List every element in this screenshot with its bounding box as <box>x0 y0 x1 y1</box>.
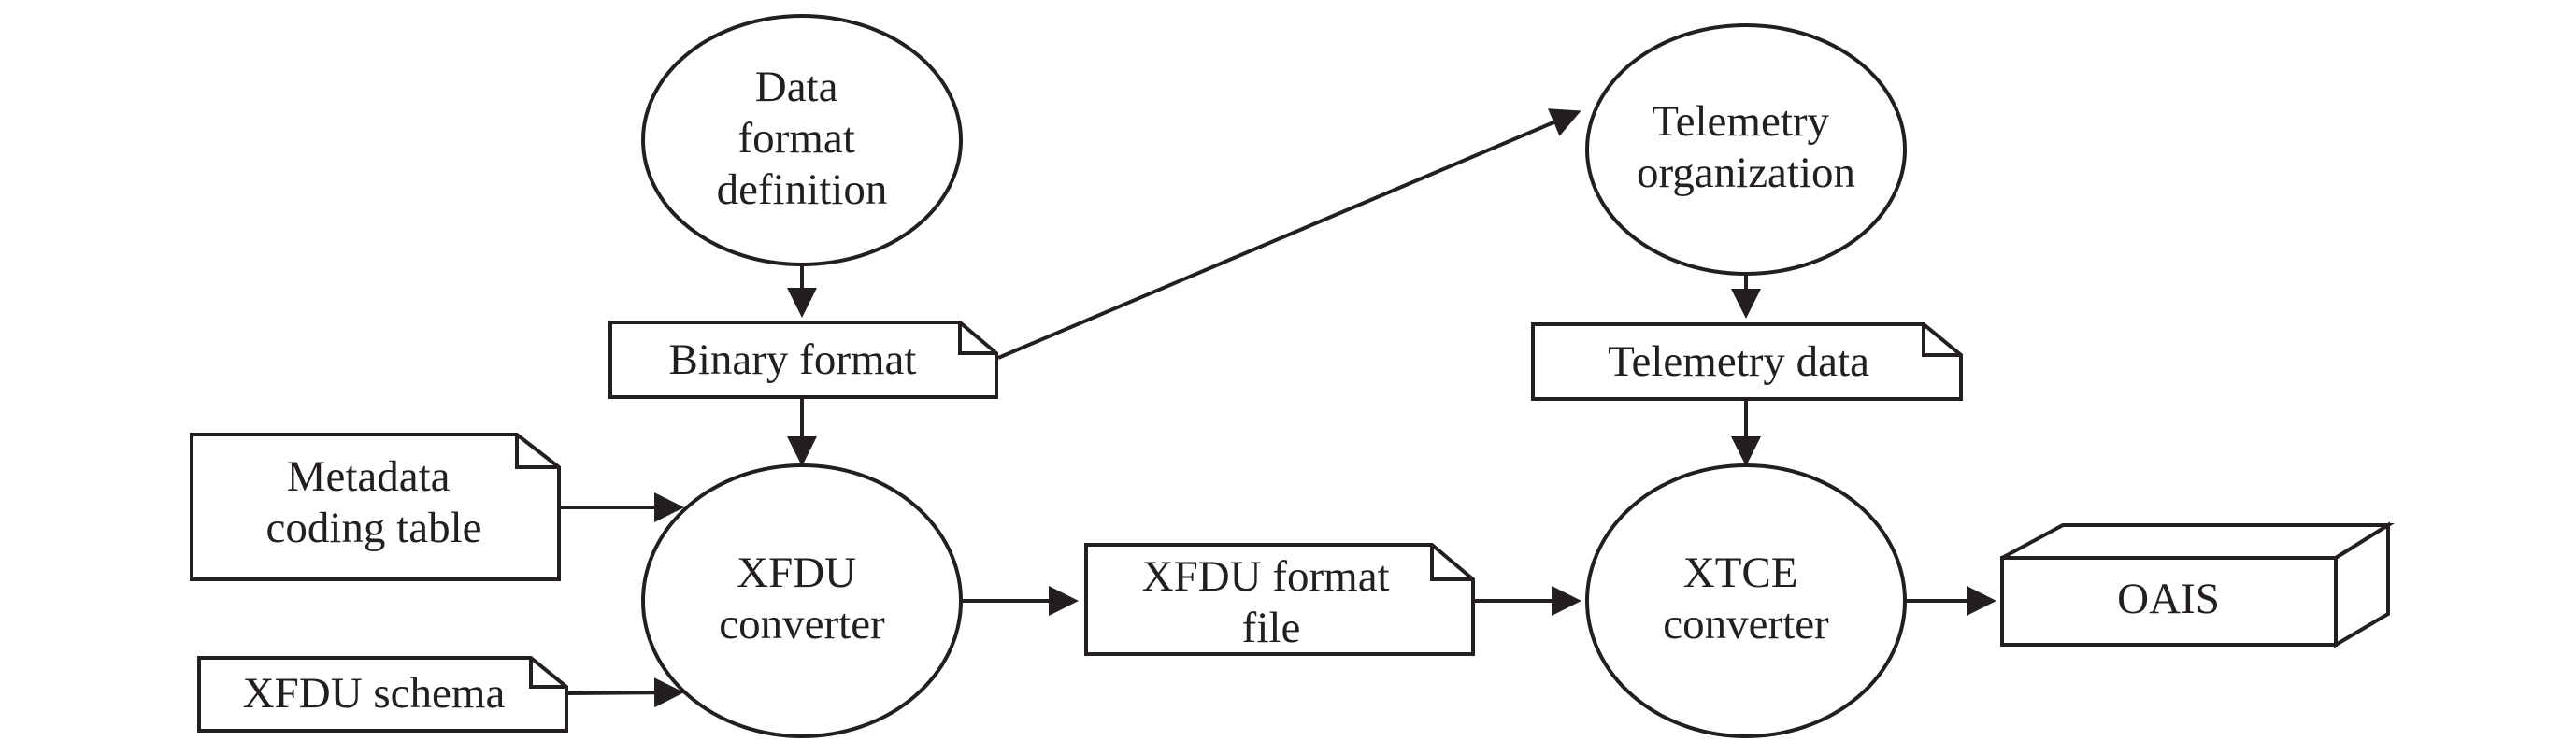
svg-text:Data format defini: Data format definition <box>717 63 888 214</box>
xfdu-format-file-line-1: XFDU format <box>1142 552 1390 601</box>
arrow-binary-format-to-telemetry-organization <box>997 108 1581 360</box>
telemetry-organization-line-1: Telemetry <box>1652 97 1829 146</box>
document-binary-format: Binary format <box>608 321 998 399</box>
data-format-definition-line-3: definition <box>717 165 888 214</box>
data-format-definition-line-2: format <box>737 114 854 163</box>
arrow-schema-to-xfdu-converter <box>565 677 684 708</box>
process-xfdu-converter: XFDU converter <box>641 463 963 738</box>
process-telemetry-organization: Telemetry organization <box>1585 23 1907 276</box>
xfdu-schema-label: XFDU schema <box>243 669 506 718</box>
svg-text:XFDU format file: XFDU format file <box>1142 552 1401 652</box>
svg-text:XFDU converter: XFDU converter <box>719 549 885 648</box>
storage-oais: OAIS <box>2000 521 2395 648</box>
svg-text:Telemetry organization: Telemetry organization <box>1637 97 1855 197</box>
document-metadata-coding-table: Metadata coding table <box>190 433 561 581</box>
xtce-converter-line-2: converter <box>1663 600 1829 648</box>
oais-label: OAIS <box>2117 575 2220 623</box>
svg-text:Metadata coding table: Metadata coding table <box>265 452 481 552</box>
svg-text:XTCE converter: XTCE converter <box>1663 549 1829 648</box>
metadata-coding-table-line-1: Metadata <box>287 452 451 501</box>
document-xfdu-format-file: XFDU format file <box>1084 543 1475 656</box>
telemetry-data-label: Telemetry data <box>1608 337 1869 386</box>
metadata-coding-table-line-2: coding table <box>265 504 481 552</box>
process-xtce-converter: XTCE converter <box>1585 463 1907 738</box>
edges <box>561 108 1996 708</box>
xfdu-converter-line-1: XFDU <box>737 549 856 597</box>
xtce-converter-line-1: XTCE <box>1683 549 1798 597</box>
process-data-format-definition: Data format definition <box>641 14 963 266</box>
data-format-definition-line-1: Data <box>755 63 838 111</box>
xfdu-converter-line-2: converter <box>719 600 885 648</box>
telemetry-organization-line-2: organization <box>1637 149 1855 197</box>
document-xfdu-schema: XFDU schema <box>197 656 568 733</box>
document-telemetry-data: Telemetry data <box>1531 322 1963 401</box>
binary-format-label: Binary format <box>669 335 917 384</box>
xfdu-format-file-line-2: file <box>1242 604 1301 652</box>
